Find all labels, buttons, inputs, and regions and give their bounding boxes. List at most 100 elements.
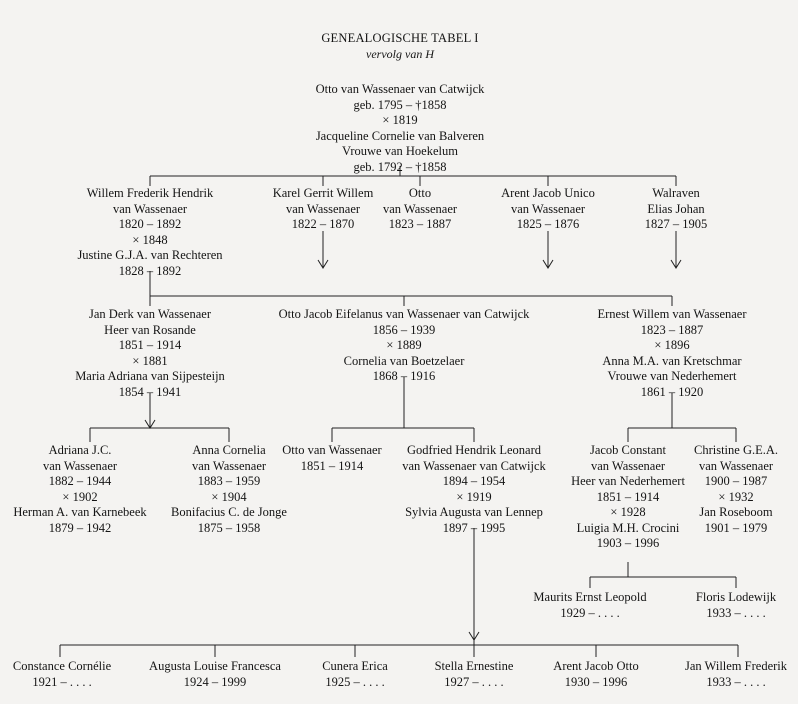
person-line: geb. 1792 – †1858 xyxy=(353,159,447,174)
person-line: Ernest Willem van Wassenaer xyxy=(597,307,747,321)
person-line: 1823 – 1887 xyxy=(640,322,704,337)
person-constance: Constance Cornélie 1921 – . . . . xyxy=(13,659,111,690)
person-line: 1822 – 1870 xyxy=(291,217,355,231)
person-line: 1933 – . . . . xyxy=(706,605,766,620)
person-line: van Wassenaer xyxy=(382,201,458,216)
person-godfried-hendrik: Godfried Hendrik Leonard van Wassenaer v… xyxy=(402,443,546,536)
person-line: Jan Roseboom xyxy=(699,505,773,519)
person-line: Christine G.E.A. xyxy=(693,443,779,457)
person-jacob-constant: Jacob Constant van Wassenaer Heer van Ne… xyxy=(571,443,685,552)
person-line: Cornelia van Boetzelaer xyxy=(343,353,465,368)
person-line: 1861 – 1920 xyxy=(640,384,704,399)
person-line: 1921 – . . . . xyxy=(32,674,92,689)
person-line: 1882 – 1944 xyxy=(48,474,112,488)
person-line: Jacqueline Cornelie van Balveren xyxy=(315,128,485,143)
person-line: Vrouwe van Hoekelum xyxy=(342,144,458,158)
person-line: 1875 – 1958 xyxy=(197,520,261,535)
person-christine: Christine G.E.A. van Wassenaer 1900 – 19… xyxy=(694,443,778,536)
person-line: × 1928 xyxy=(610,505,646,519)
person-line: × 1932 xyxy=(718,489,754,504)
person-line: 1823 – 1887 xyxy=(388,217,452,231)
person-line: × 1902 xyxy=(62,489,98,504)
person-line: 1897 – 1995 xyxy=(442,520,506,535)
person-jan-willem: Jan Willem Frederik 1933 – . . . . xyxy=(685,659,787,690)
person-line: Otto van Wassenaer xyxy=(282,443,382,457)
person-line: Heer van Rosande xyxy=(104,322,196,337)
person-otto-jacob-eifelanus: Otto Jacob Eifelanus van Wassenaer van C… xyxy=(279,307,530,385)
person-line: Sylvia Augusta van Lennep xyxy=(405,505,543,519)
person-line: 1924 – 1999 xyxy=(183,674,247,689)
person-line: × 1904 xyxy=(211,489,247,504)
person-line: 1900 – 1987 xyxy=(704,474,768,488)
person-line: van Wassenaer xyxy=(698,458,774,473)
person-line: × 1889 xyxy=(386,338,422,352)
person-anna-cornelia: Anna Cornelia van Wassenaer 1883 – 1959 … xyxy=(171,443,287,536)
person-line: Anna M.A. van Kretschmar xyxy=(602,353,742,368)
table-header: GENEALOGISCHE TABEL I vervolg van H xyxy=(321,31,478,62)
person-line: 1820 – 1892 xyxy=(118,217,182,231)
person-line: 1933 – . . . . xyxy=(706,674,766,689)
person-floris-lodewijk: Floris Lodewijk 1933 – . . . . xyxy=(696,590,776,621)
person-line: 1883 – 1959 xyxy=(197,474,261,488)
person-line: Arent Jacob Unico xyxy=(501,186,595,200)
person-arent-jacob-otto: Arent Jacob Otto 1930 – 1996 xyxy=(553,659,638,690)
person-stella: Stella Ernestine 1927 – . . . . xyxy=(435,659,514,690)
person-line: 1929 – . . . . xyxy=(560,605,620,620)
person-line: Herman A. van Karnebeek xyxy=(13,505,147,519)
person-line: Otto Jacob Eifelanus van Wassenaer van C… xyxy=(278,307,530,321)
person-line: van Wassenaer xyxy=(590,458,666,473)
person-line: 1854 – 1941 xyxy=(118,384,182,399)
person-line: Constance Cornélie xyxy=(12,659,112,673)
person-line: 1903 – 1996 xyxy=(596,536,660,550)
person-line: × 1881 xyxy=(132,353,168,368)
person-adriana: Adriana J.C. van Wassenaer 1882 – 1944 ×… xyxy=(13,443,146,536)
person-line: Walraven xyxy=(652,186,700,200)
person-line: Stella Ernestine xyxy=(434,659,514,673)
person-otto-1823: Otto van Wassenaer 1823 – 1887 xyxy=(383,186,457,233)
person-augusta: Augusta Louise Francesca 1924 – 1999 xyxy=(149,659,281,690)
person-line: Vrouwe van Nederhemert xyxy=(607,369,737,383)
person-otto-sr: Otto van Wassenaer van Catwijck geb. 179… xyxy=(316,82,485,175)
person-line: 1827 – 1905 xyxy=(644,217,708,231)
person-line: 1825 – 1876 xyxy=(516,217,580,231)
person-karel-gerrit: Karel Gerrit Willem van Wassenaer 1822 –… xyxy=(273,186,374,233)
person-line: 1879 – 1942 xyxy=(48,520,112,535)
person-line: 1868 – 1916 xyxy=(372,369,436,383)
person-line: van Wassenaer xyxy=(510,201,586,216)
person-otto-1851: Otto van Wassenaer 1851 – 1914 xyxy=(282,443,381,474)
person-line: Karel Gerrit Willem xyxy=(272,186,374,200)
person-line: Heer van Nederhemert xyxy=(571,474,685,488)
person-line: 1927 – . . . . xyxy=(444,674,504,689)
person-line: 1901 – 1979 xyxy=(704,520,768,535)
person-cunera: Cunera Erica 1925 – . . . . xyxy=(322,659,388,690)
person-line: Bonifacius C. de Jonge xyxy=(171,505,287,519)
person-walraven: Walraven Elias Johan 1827 – 1905 xyxy=(645,186,708,233)
person-line: 1894 – 1954 xyxy=(442,474,506,488)
person-line: Jan Derk van Wassenaer xyxy=(89,307,211,321)
person-line: van Wassenaer xyxy=(191,458,267,473)
person-line: Maria Adriana van Sijpesteijn xyxy=(75,369,225,383)
person-line: × 1848 xyxy=(132,232,168,247)
person-line: 1930 – 1996 xyxy=(564,674,628,689)
person-line: Arent Jacob Otto xyxy=(553,659,639,673)
person-line: Adriana J.C. xyxy=(48,443,112,457)
person-line: 1828 – 1892 xyxy=(118,263,182,278)
person-line: van Wassenaer xyxy=(285,201,361,216)
person-willem-frederik: Willem Frederik Hendrik van Wassenaer 18… xyxy=(77,186,222,279)
person-line: van Wassenaer van Catwijck xyxy=(402,458,546,473)
person-line: Anna Cornelia xyxy=(192,443,266,457)
person-line: Maurits Ernst Leopold xyxy=(533,590,647,604)
person-line: Willem Frederik Hendrik xyxy=(86,186,214,200)
person-line: 1851 – 1914 xyxy=(118,338,182,352)
person-line: Cunera Erica xyxy=(322,659,388,673)
person-line: × 1919 xyxy=(456,489,492,504)
person-line: × 1896 xyxy=(654,338,690,352)
person-line: Otto van Wassenaer van Catwijck xyxy=(315,82,485,96)
page-subtitle: vervolg van H xyxy=(366,46,434,61)
person-line: 1925 – . . . . xyxy=(325,674,385,689)
person-line: van Wassenaer xyxy=(112,201,188,216)
person-line: × 1819 xyxy=(382,113,418,127)
person-line: 1856 – 1939 xyxy=(372,322,436,337)
person-line: Luigia M.H. Crocini xyxy=(576,520,680,535)
